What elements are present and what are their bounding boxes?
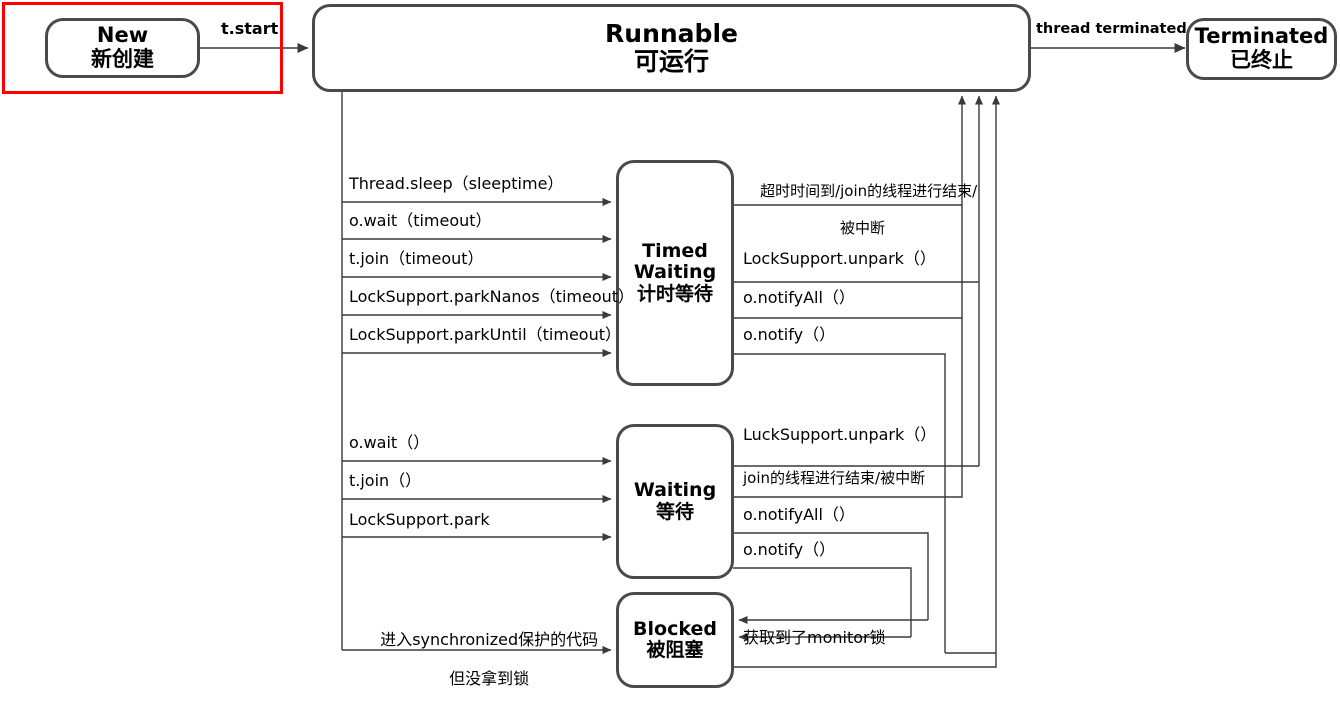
edge-label-o-wait: o.wait（） <box>349 433 430 452</box>
runnable-state-label-zh: 可运行 <box>633 47 709 76</box>
edge-label-t-join: t.join（） <box>349 471 422 490</box>
edge-label-thread-sleep: Thread.sleep（sleeptime） <box>349 174 564 193</box>
edge-label-join-finished: join的线程进行结束/被中断 <box>743 469 926 487</box>
edge-label-parkuntil: LockSupport.parkUntil（timeout） <box>349 325 621 344</box>
edge-label-parknanos: LockSupport.parkNanos（timeout） <box>349 287 635 306</box>
timed-waiting-state-node[interactable]: Timed Waiting 计时等待 <box>616 160 734 386</box>
edge-label-o-wait-timeout: o.wait（timeout） <box>349 211 492 230</box>
new-state-node[interactable]: New 新创建 <box>45 18 200 78</box>
timed-waiting-label-en-1: Timed <box>642 240 708 263</box>
edge-label-o-notify-timed: o.notify（） <box>743 325 836 344</box>
blocked-label-zh: 被阻塞 <box>646 639 704 661</box>
edge-label-lucksupport-unpark: LuckSupport.unpark（） <box>743 425 937 444</box>
edge-label-thread-terminated: thread terminated <box>1036 21 1187 37</box>
terminated-state-label-en: Terminated <box>1194 24 1329 49</box>
runnable-state-label-en: Runnable <box>605 19 738 48</box>
thread-state-diagram: New 新创建 Runnable 可运行 Terminated 已终止 Time… <box>2 2 1337 688</box>
edge-label-t-start: t.start <box>221 19 279 38</box>
edge-label-o-notifyall-timed: o.notifyAll（） <box>743 288 855 307</box>
blocked-state-node[interactable]: Blocked 被阻塞 <box>616 592 734 688</box>
blocked-label-en: Blocked <box>633 617 717 640</box>
edge-label-o-notify-waiting: o.notify（） <box>743 540 836 559</box>
edge-label-o-notifyall-waiting: o.notifyAll（） <box>743 505 855 524</box>
edge-label-enter-synchronized: 进入synchronized保护的代码 但没拿到锁 <box>351 610 607 708</box>
waiting-state-node[interactable]: Waiting 等待 <box>616 424 734 579</box>
timed-waiting-label-en-2: Waiting <box>633 261 717 284</box>
waiting-label-en: Waiting <box>633 479 717 502</box>
connector-lines <box>200 43 1186 668</box>
edge-label-acquired-monitor: 获取到了monitor锁 <box>743 628 886 647</box>
edge-label-timeout-expired-line2: 被中断 <box>840 218 886 237</box>
edge-label-locksupport-park: LockSupport.park <box>349 510 490 529</box>
terminated-state-label-zh: 已终止 <box>1230 48 1293 72</box>
edge-label-enter-synchronized-line2: 但没拿到锁 <box>449 668 530 688</box>
edge-label-locksupport-unpark: LockSupport.unpark（） <box>743 249 936 268</box>
highlight-rectangle <box>2 2 283 94</box>
waiting-label-zh: 等待 <box>655 500 694 523</box>
terminated-state-node[interactable]: Terminated 已终止 <box>1186 18 1337 80</box>
new-state-label-zh: 新创建 <box>91 47 154 71</box>
runnable-state-node[interactable]: Runnable 可运行 <box>312 4 1031 92</box>
timed-waiting-label-zh: 计时等待 <box>636 282 713 305</box>
edge-label-timeout-expired: 超时时间到/join的线程进行结束/ 被中断 <box>741 164 977 255</box>
new-state-label-en: New <box>96 23 149 48</box>
edge-label-t-join-timeout: t.join（timeout） <box>349 249 484 268</box>
edge-label-timeout-expired-line1: 超时时间到/join的线程进行结束/ <box>760 182 978 201</box>
edge-label-enter-synchronized-line1: 进入synchronized保护的代码 <box>380 629 599 649</box>
